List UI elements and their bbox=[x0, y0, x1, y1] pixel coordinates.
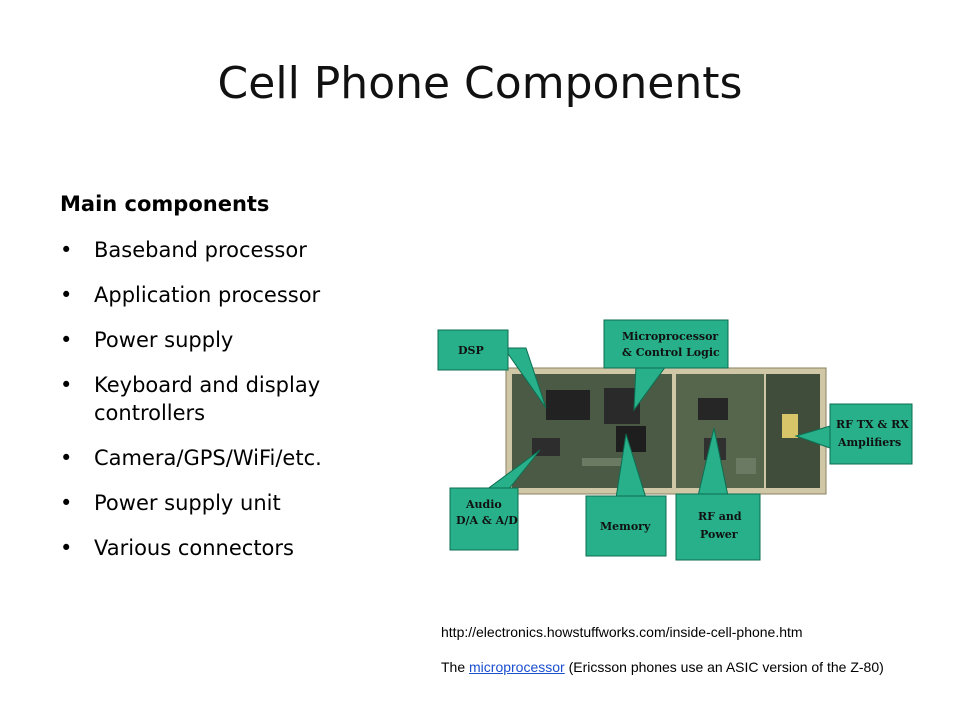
power-label: Power bbox=[700, 528, 738, 541]
rf-power-callout: RF and Power bbox=[675, 427, 761, 561]
list-item: Application processor bbox=[60, 281, 420, 309]
caption-rest: (Ericsson phones use an ASIC version of … bbox=[564, 659, 884, 675]
microprocessor-label: Microprocessor bbox=[622, 330, 718, 343]
list-item: Various connectors bbox=[60, 534, 420, 562]
section-heading: Main components bbox=[60, 192, 270, 216]
source-url: http://electronics.howstuffworks.com/ins… bbox=[441, 624, 803, 640]
dsp-label: DSP bbox=[458, 344, 484, 357]
memory-label: Memory bbox=[600, 520, 651, 533]
audio-label: Audio bbox=[465, 498, 502, 511]
microprocessor-link[interactable]: microprocessor bbox=[469, 659, 565, 675]
list-item: Baseband processor bbox=[60, 236, 420, 264]
circuit-board-figure: DSP Microprocessor & Control Logic RF TX… bbox=[437, 319, 913, 561]
circuit-board-image bbox=[505, 367, 827, 495]
amplifiers-label: Amplifiers bbox=[837, 436, 901, 449]
microprocessor-callout: Microprocessor & Control Logic bbox=[603, 319, 729, 412]
list-item: Keyboard and display controllers bbox=[60, 371, 420, 427]
list-item: Power supply unit bbox=[60, 489, 420, 517]
component-list: Baseband processor Application processor… bbox=[60, 236, 420, 579]
list-item: Power supply bbox=[60, 326, 420, 354]
da-ad-label: D/A & A/D bbox=[456, 514, 518, 527]
rf-and-label: RF and bbox=[698, 510, 742, 523]
audio-callout: Audio D/A & A/D bbox=[449, 449, 541, 551]
control-logic-label: & Control Logic bbox=[622, 346, 720, 359]
rf-txrx-label: RF TX & RX bbox=[836, 418, 909, 431]
dsp-callout: DSP bbox=[437, 329, 547, 409]
figure-caption: The microprocessor (Ericsson phones use … bbox=[441, 658, 901, 677]
list-item: Camera/GPS/WiFi/etc. bbox=[60, 444, 420, 472]
caption-prefix: The bbox=[441, 659, 470, 675]
slide-title: Cell Phone Components bbox=[217, 58, 743, 109]
memory-callout: Memory bbox=[585, 433, 667, 557]
rf-amplifiers-callout: RF TX & RX Amplifiers bbox=[794, 403, 913, 465]
